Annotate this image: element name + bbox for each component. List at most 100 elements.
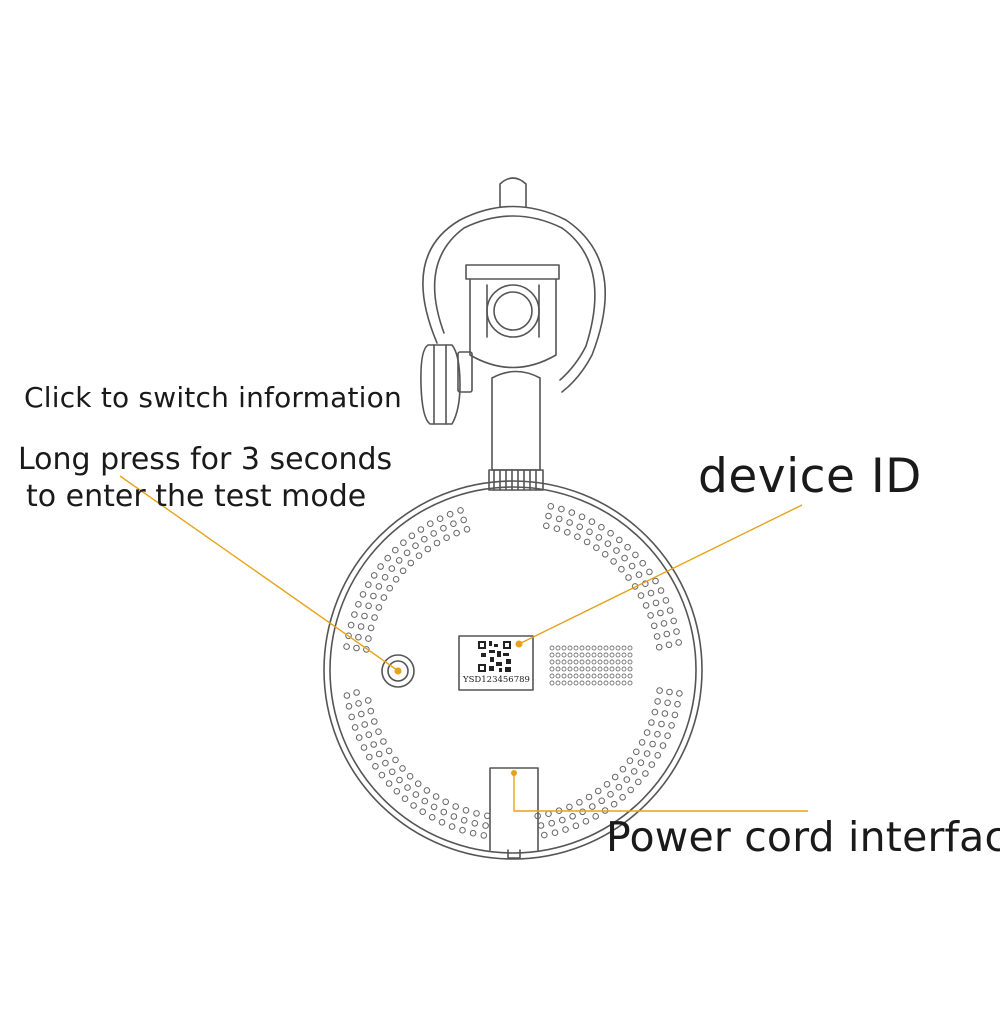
speaker-hole [662,597,670,604]
speaker-hole [482,822,489,829]
speaker-hole [410,802,417,809]
grille-hole [573,645,579,651]
speaker-hole [401,795,409,803]
speaker-hole [656,687,663,694]
speaker-hole [380,594,388,601]
grille-hole [555,666,561,672]
speaker-hole [637,592,645,599]
speaker-hole [408,532,416,540]
speaker-hole [361,721,369,728]
grille-hole [561,659,567,665]
grille-hole [621,659,627,665]
speaker-hole [611,773,619,781]
grille-hole [549,659,555,665]
grille-hole [609,659,615,665]
speaker-hole [585,793,593,801]
speaker-hole [375,604,383,611]
grille-hole [615,645,621,651]
speaker-hole [566,519,573,526]
speaker-hole [673,628,680,635]
speaker-hole [371,718,378,725]
speaker-hole [382,759,389,767]
speaker-hole [643,729,651,736]
grille-hole [579,659,585,665]
grille-hole [621,645,627,651]
speaker-hole [625,574,632,581]
speaker-hole [579,808,586,816]
speaker-hole [415,552,423,560]
speaker-hole [448,823,456,830]
speaker-hole [367,624,375,632]
speaker-hole [396,776,403,784]
speaker-hole [649,740,656,748]
grille-hole [549,666,555,672]
speaker-hole [607,529,614,537]
speaker-hole [440,524,447,532]
grille-hole [555,680,561,686]
speaker-hole [661,710,669,717]
speaker-hole [357,623,365,630]
speaker-hole [366,753,373,761]
speaker-hole [360,744,368,751]
grille-hole [603,666,609,672]
speaker-hole [388,768,396,776]
grille-hole [627,652,633,658]
speaker-hole [428,814,436,821]
speaker-hole [440,808,448,816]
speaker-hole [589,803,596,810]
speaker-hole [648,761,656,768]
speaker-hole [671,711,679,719]
speaker-hole [594,787,602,795]
speaker-hole [618,565,625,573]
speaker-hole [654,730,661,738]
speaker-hole [547,503,555,510]
speaker-hole [345,703,353,710]
speaker-hole [459,826,466,834]
label-long-press-line2: to enter the test mode [26,479,367,514]
grille-hole [573,666,579,672]
grille-hole [609,652,615,658]
grille-hole [627,673,633,679]
grille-hole [615,652,621,658]
speaker-hole [417,526,425,533]
grille-hole [573,652,579,658]
device-id-number: YSD123456789 [463,675,530,685]
speaker-hole [375,750,383,758]
speaker-hole [407,559,415,567]
speaker-hole [657,609,664,617]
speaker-hole [654,698,661,705]
grille-hole [621,680,627,686]
speaker-hole [460,516,468,524]
speaker-hole [386,584,394,592]
grille-hole [597,673,603,679]
speaker-hole [355,700,362,707]
speaker-hole [674,700,681,708]
grille-hole [609,666,615,672]
label-long-press-line1: Long press for 3 seconds [18,442,393,477]
speaker-hole [388,565,396,572]
speaker-hole [624,543,631,551]
speaker-hole [647,612,654,619]
grille-hole [573,680,579,686]
speaker-hole [654,752,662,759]
speaker-hole [601,551,609,558]
leader-line-power [513,773,808,812]
speaker-hole [595,534,603,541]
speaker-hole [558,505,565,513]
speaker-hole [424,545,432,553]
speaker-hole [643,750,651,757]
grille-hole [567,673,573,679]
speaker-hole [469,829,477,837]
speaker-hole [566,803,573,811]
speaker-hole [586,528,593,536]
speaker-hole [400,539,407,547]
grille-hole [579,666,585,672]
speaker-hole [613,547,620,554]
speaker-hole [670,617,678,625]
speaker-hole [562,826,569,833]
grille-hole [609,645,615,651]
speaker-hole [473,810,480,817]
speaker-hole [399,567,407,575]
speaker-hole [365,731,373,739]
